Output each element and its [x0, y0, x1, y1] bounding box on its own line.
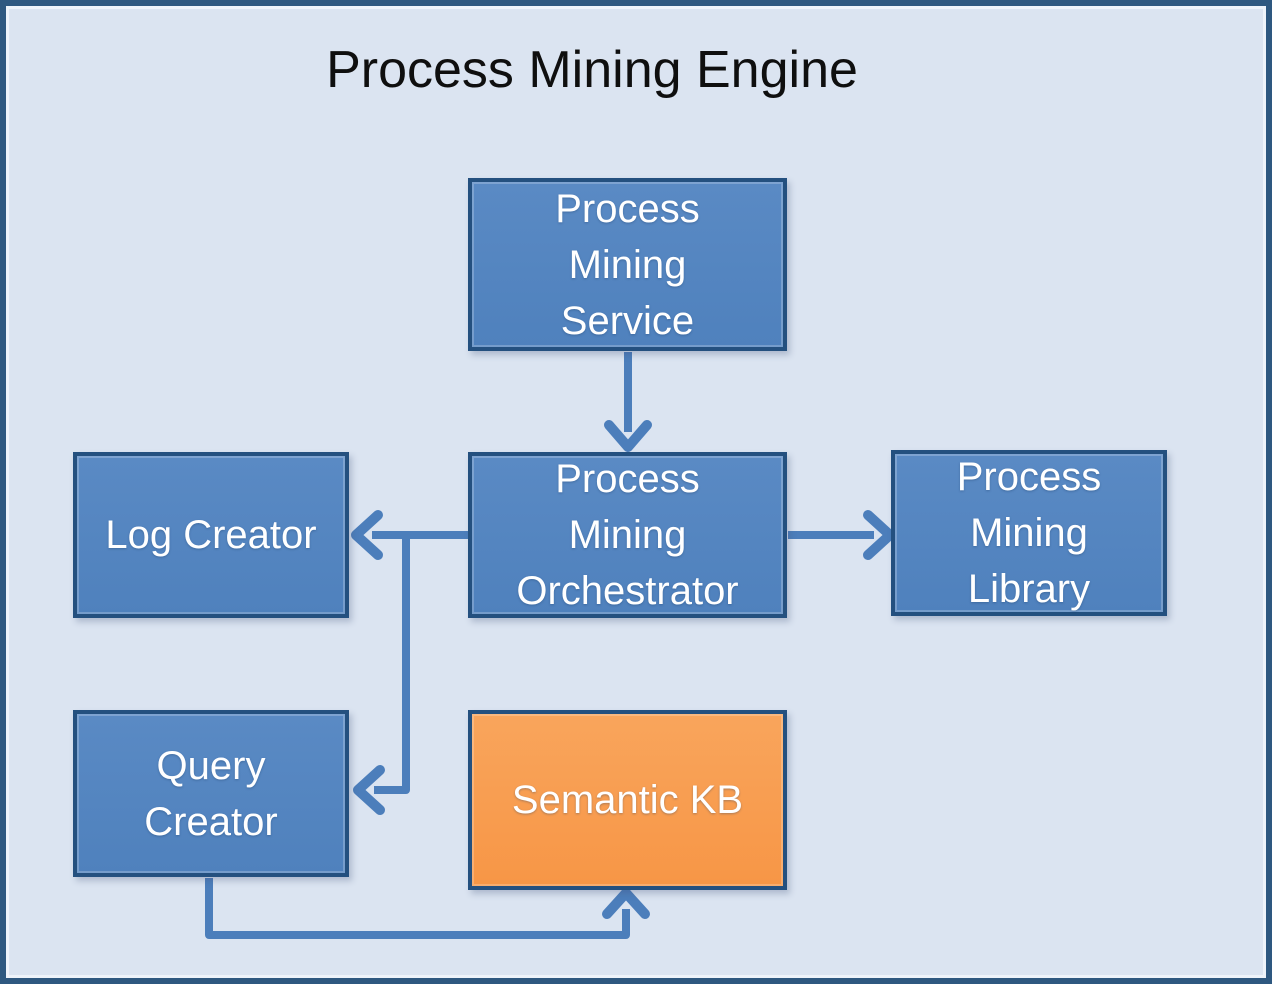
connector-orchestrator-to-log-creator	[351, 510, 468, 560]
node-process-mining-orchestrator: Process Mining Orchestrator	[468, 452, 787, 618]
node-label-line: Mining	[568, 513, 687, 557]
connector-orchestrator-to-library	[788, 510, 895, 560]
node-label-line: Library	[967, 567, 1091, 611]
node-label-line: Log Creator	[105, 513, 317, 557]
connector-orchestrator-to-query-creator	[353, 535, 410, 815]
node-label-line: Query	[156, 743, 266, 788]
node-label-line: Service	[560, 298, 695, 343]
node-label-line: Process	[956, 455, 1102, 499]
connector-layer	[205, 352, 895, 939]
node-label-line: Creator	[144, 799, 278, 844]
diagram-title: Process Mining Engine	[326, 41, 858, 99]
node-label-line: Orchestrator	[516, 569, 739, 613]
node-label-line: Semantic KB	[511, 778, 744, 822]
node-process-mining-library: Process Mining Library	[891, 450, 1167, 616]
connector-service-to-orchestrator	[604, 352, 652, 452]
node-semantic-kb: Semantic KB	[468, 710, 787, 890]
node-label-line: Process	[555, 457, 700, 501]
node-log-creator: Log Creator	[73, 452, 349, 618]
node-label-line: Mining	[970, 511, 1088, 555]
node-process-mining-service: Process Mining Service	[468, 178, 787, 351]
node-label-line: Process	[555, 186, 700, 231]
node-query-creator: Query Creator	[73, 710, 349, 877]
node-label-line: Mining	[568, 242, 687, 287]
connector-query-creator-to-semantic-kb	[205, 878, 650, 939]
